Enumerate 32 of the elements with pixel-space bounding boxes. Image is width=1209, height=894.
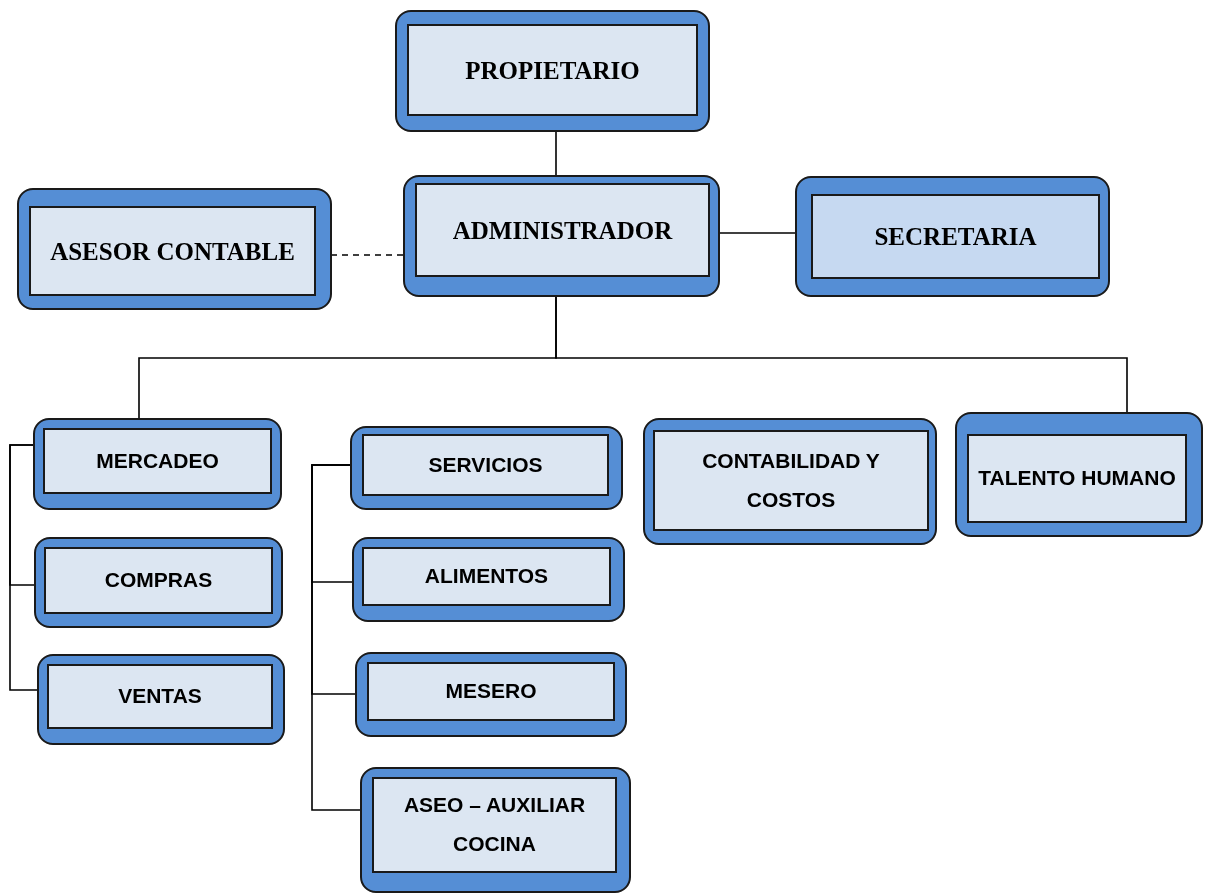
org-chart-box <box>643 418 937 545</box>
org-chart-box <box>33 418 282 510</box>
connector-line <box>555 131 557 176</box>
box-label: PROPIETARIO <box>465 55 640 86</box>
org-chart-box <box>360 767 631 893</box>
org-chart-box <box>17 188 332 310</box>
org-chart-box <box>395 10 710 132</box>
box-label: SERVICIOS <box>428 451 543 478</box>
connector-line <box>719 232 796 234</box>
box-label: SECRETARIA <box>874 222 1037 252</box>
org-chart-box <box>34 537 283 628</box>
box-label: ADMINISTRADOR <box>452 215 673 246</box>
org-chart-box <box>955 412 1203 537</box>
box-label: COMPRAS <box>104 567 213 594</box>
org-chart-box <box>795 176 1110 297</box>
connector-line <box>9 444 38 691</box>
box-label: VENTAS <box>118 683 202 710</box>
connector-line <box>555 296 1128 413</box>
org-chart-box <box>352 537 625 622</box>
box-label: MESERO <box>445 678 537 705</box>
box-label: CONTABILIDAD Y COSTOS <box>701 447 881 513</box>
org-chart-box <box>350 426 623 510</box>
box-label: ASESOR CONTABLE <box>50 236 295 267</box>
org-chart-box <box>355 652 627 737</box>
box-label: MERCADEO <box>96 447 219 474</box>
org-chart-box <box>37 654 285 745</box>
box-label: ASEO – AUXILIAR COCINA <box>402 792 587 857</box>
box-label: ALIMENTOS <box>424 563 549 590</box>
box-label: TALENTO HUMANO <box>978 465 1176 492</box>
org-chart-box <box>403 175 720 297</box>
connector-line <box>311 464 361 811</box>
connector-line <box>331 254 404 256</box>
